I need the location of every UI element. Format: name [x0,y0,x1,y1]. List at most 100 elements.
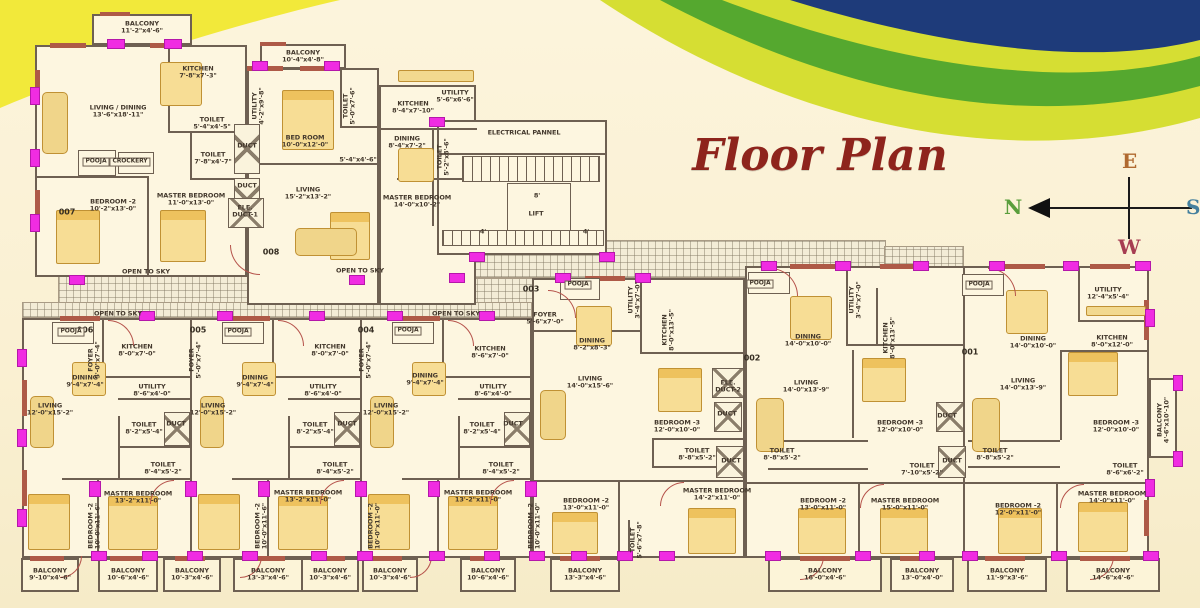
table-furniture [398,148,434,182]
room-label: DUCT [717,409,737,418]
room-label: 4' [582,227,590,236]
interior-wall [190,318,192,558]
room-label: 5'-4"x4'-6" [339,155,377,164]
window-marker [1173,451,1183,467]
interior-wall [288,446,360,448]
window-marker [217,311,233,321]
sofa-furniture [200,396,224,448]
window-marker [349,275,365,285]
interior-wall [852,350,854,438]
window-marker [469,252,485,262]
window-marker [311,551,327,561]
bed-furniture [278,496,328,550]
bed-furniture [688,508,736,554]
window-marker [324,61,340,71]
duct-shaft [714,402,742,432]
unit-number-label: 007 [58,207,76,217]
interior-wall [640,352,745,354]
exterior-wall-accent [110,556,144,561]
interior-wall [1078,320,1149,322]
room-label: OPEN TO SKY [432,309,480,318]
room-label: DUCT [942,456,962,465]
interior-wall [858,484,860,558]
counter-furniture [398,70,474,82]
duct-shaft [164,412,190,446]
interior-wall [147,176,149,277]
staircase [442,230,604,246]
interior-wall [402,478,530,480]
exterior-wall-accent [100,12,130,16]
room-label: OPEN TO SKY [122,267,170,276]
exterior-wall-accent [1144,500,1149,536]
interior-wall [437,480,439,556]
room-label: ELE.DUCT-2 [715,378,741,394]
bed-furniture [658,368,702,412]
room-label: LIFT [528,209,544,218]
room-label: POOJA [224,327,252,337]
compass-south-label: S [1186,195,1200,219]
interior-wall [1056,484,1058,558]
interior-wall [442,376,530,378]
room-label: DUCT [166,419,186,428]
exterior-wall-accent [880,264,920,269]
balcony-block [768,558,882,592]
unit-number-label: 005 [189,325,207,335]
sofa-furniture [42,92,68,154]
exterior-wall-accent [800,556,850,561]
table-furniture [576,306,612,346]
interior-wall [968,466,1060,468]
interior-wall [458,446,530,448]
balcony-block [460,558,516,592]
compass-arrow-icon [1028,198,1050,218]
interior-wall [628,520,630,558]
window-marker [185,481,197,497]
exterior-wall-accent [790,264,835,269]
unit-number-label: 003 [522,284,540,294]
room-label: POOJA [746,279,774,289]
exterior-wall-accent [50,43,86,48]
exterior-wall-accent [300,66,330,71]
interior-wall [97,480,99,556]
room-label: ELE.DUCT-1 [232,203,258,219]
interior-wall [618,482,620,558]
balcony-block [301,558,359,592]
interior-wall [442,320,444,378]
interior-wall [190,178,247,180]
exterior-wall-accent [1000,264,1045,269]
sofa-furniture [370,396,394,448]
window-marker [835,261,851,271]
unit-number-label: 006 [76,325,94,335]
unit-block [22,318,532,558]
window-marker [659,551,675,561]
table-furniture [1006,290,1048,334]
duct-shaft [716,446,744,478]
interior-wall [62,478,190,480]
room-label: ELECTRICAL PANNEL [487,128,561,137]
window-marker [635,273,651,283]
exterior-wall-accent [400,316,440,321]
table-furniture [242,362,276,396]
